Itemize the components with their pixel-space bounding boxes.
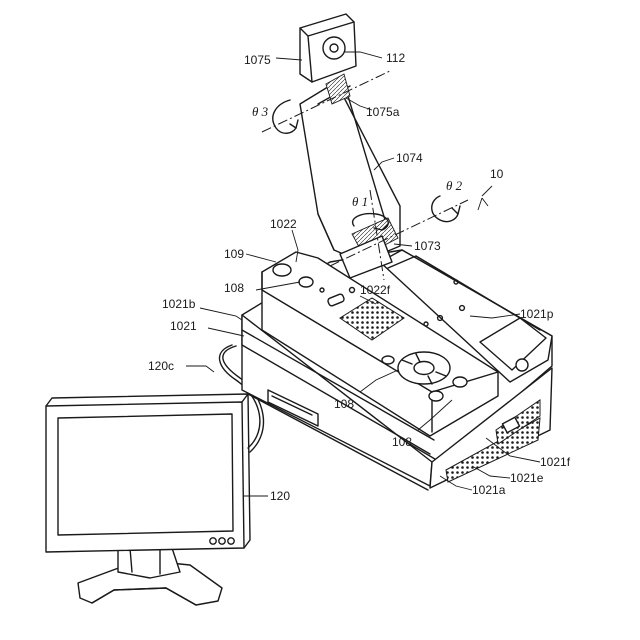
- label-1073: 1073: [414, 239, 441, 253]
- label-109: 109: [224, 247, 244, 261]
- label-120: 120: [270, 489, 290, 503]
- label-120c: 120c: [148, 359, 174, 373]
- label-theta1: θ 1: [352, 194, 368, 209]
- label-108-bottom: 108: [392, 435, 412, 449]
- monitor: [46, 394, 250, 605]
- label-1022f: 1022f: [360, 283, 391, 297]
- label-1074: 1074: [396, 151, 423, 165]
- camera-head: [300, 14, 356, 82]
- label-1021p: 1021p: [520, 307, 554, 321]
- label-1075: 1075: [244, 53, 271, 67]
- label-10: 10: [490, 167, 504, 181]
- label-1021: 1021: [170, 319, 197, 333]
- label-112: 112: [386, 51, 405, 65]
- label-1075a: 1075a: [366, 105, 400, 119]
- label-1021f: 1021f: [540, 455, 571, 469]
- label-theta3: θ 3: [252, 104, 269, 119]
- label-theta2: θ 2: [446, 178, 463, 193]
- label-1021e: 1021e: [510, 471, 544, 485]
- label-108-middle: 108: [334, 397, 354, 411]
- label-1022: 1022: [270, 217, 297, 231]
- label-108-top: 108: [224, 281, 244, 295]
- label-1021b: 1021b: [162, 297, 196, 311]
- label-1021a: 1021a: [472, 483, 506, 497]
